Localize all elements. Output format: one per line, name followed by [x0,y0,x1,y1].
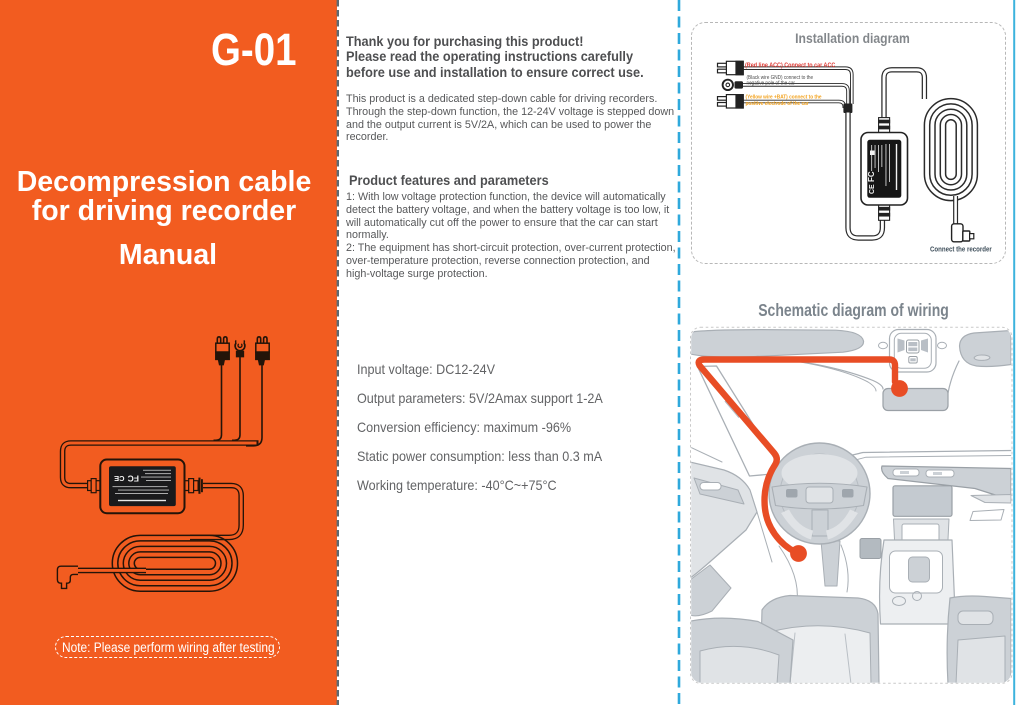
svg-text:CE: CE [114,474,124,483]
svg-text:positive electrode of the car: positive electrode of the car [746,101,809,108]
svg-text:negative pole of the car: negative pole of the car [747,80,796,86]
svg-text:Connect the recorder: Connect the recorder [930,246,992,254]
svg-text:FC: FC [128,474,139,484]
svg-text:(Yellow wire +BAT) connect to: (Yellow wire +BAT) connect to the [746,94,822,101]
svg-text:CE: CE [869,184,876,194]
svg-text:(Red line ACC) Connect to car: (Red line ACC) Connect to car ACC [745,63,836,69]
svg-text:FC: FC [867,171,876,182]
svg-text:(Black wire GND) connect to th: (Black wire GND) connect to the [747,75,814,81]
